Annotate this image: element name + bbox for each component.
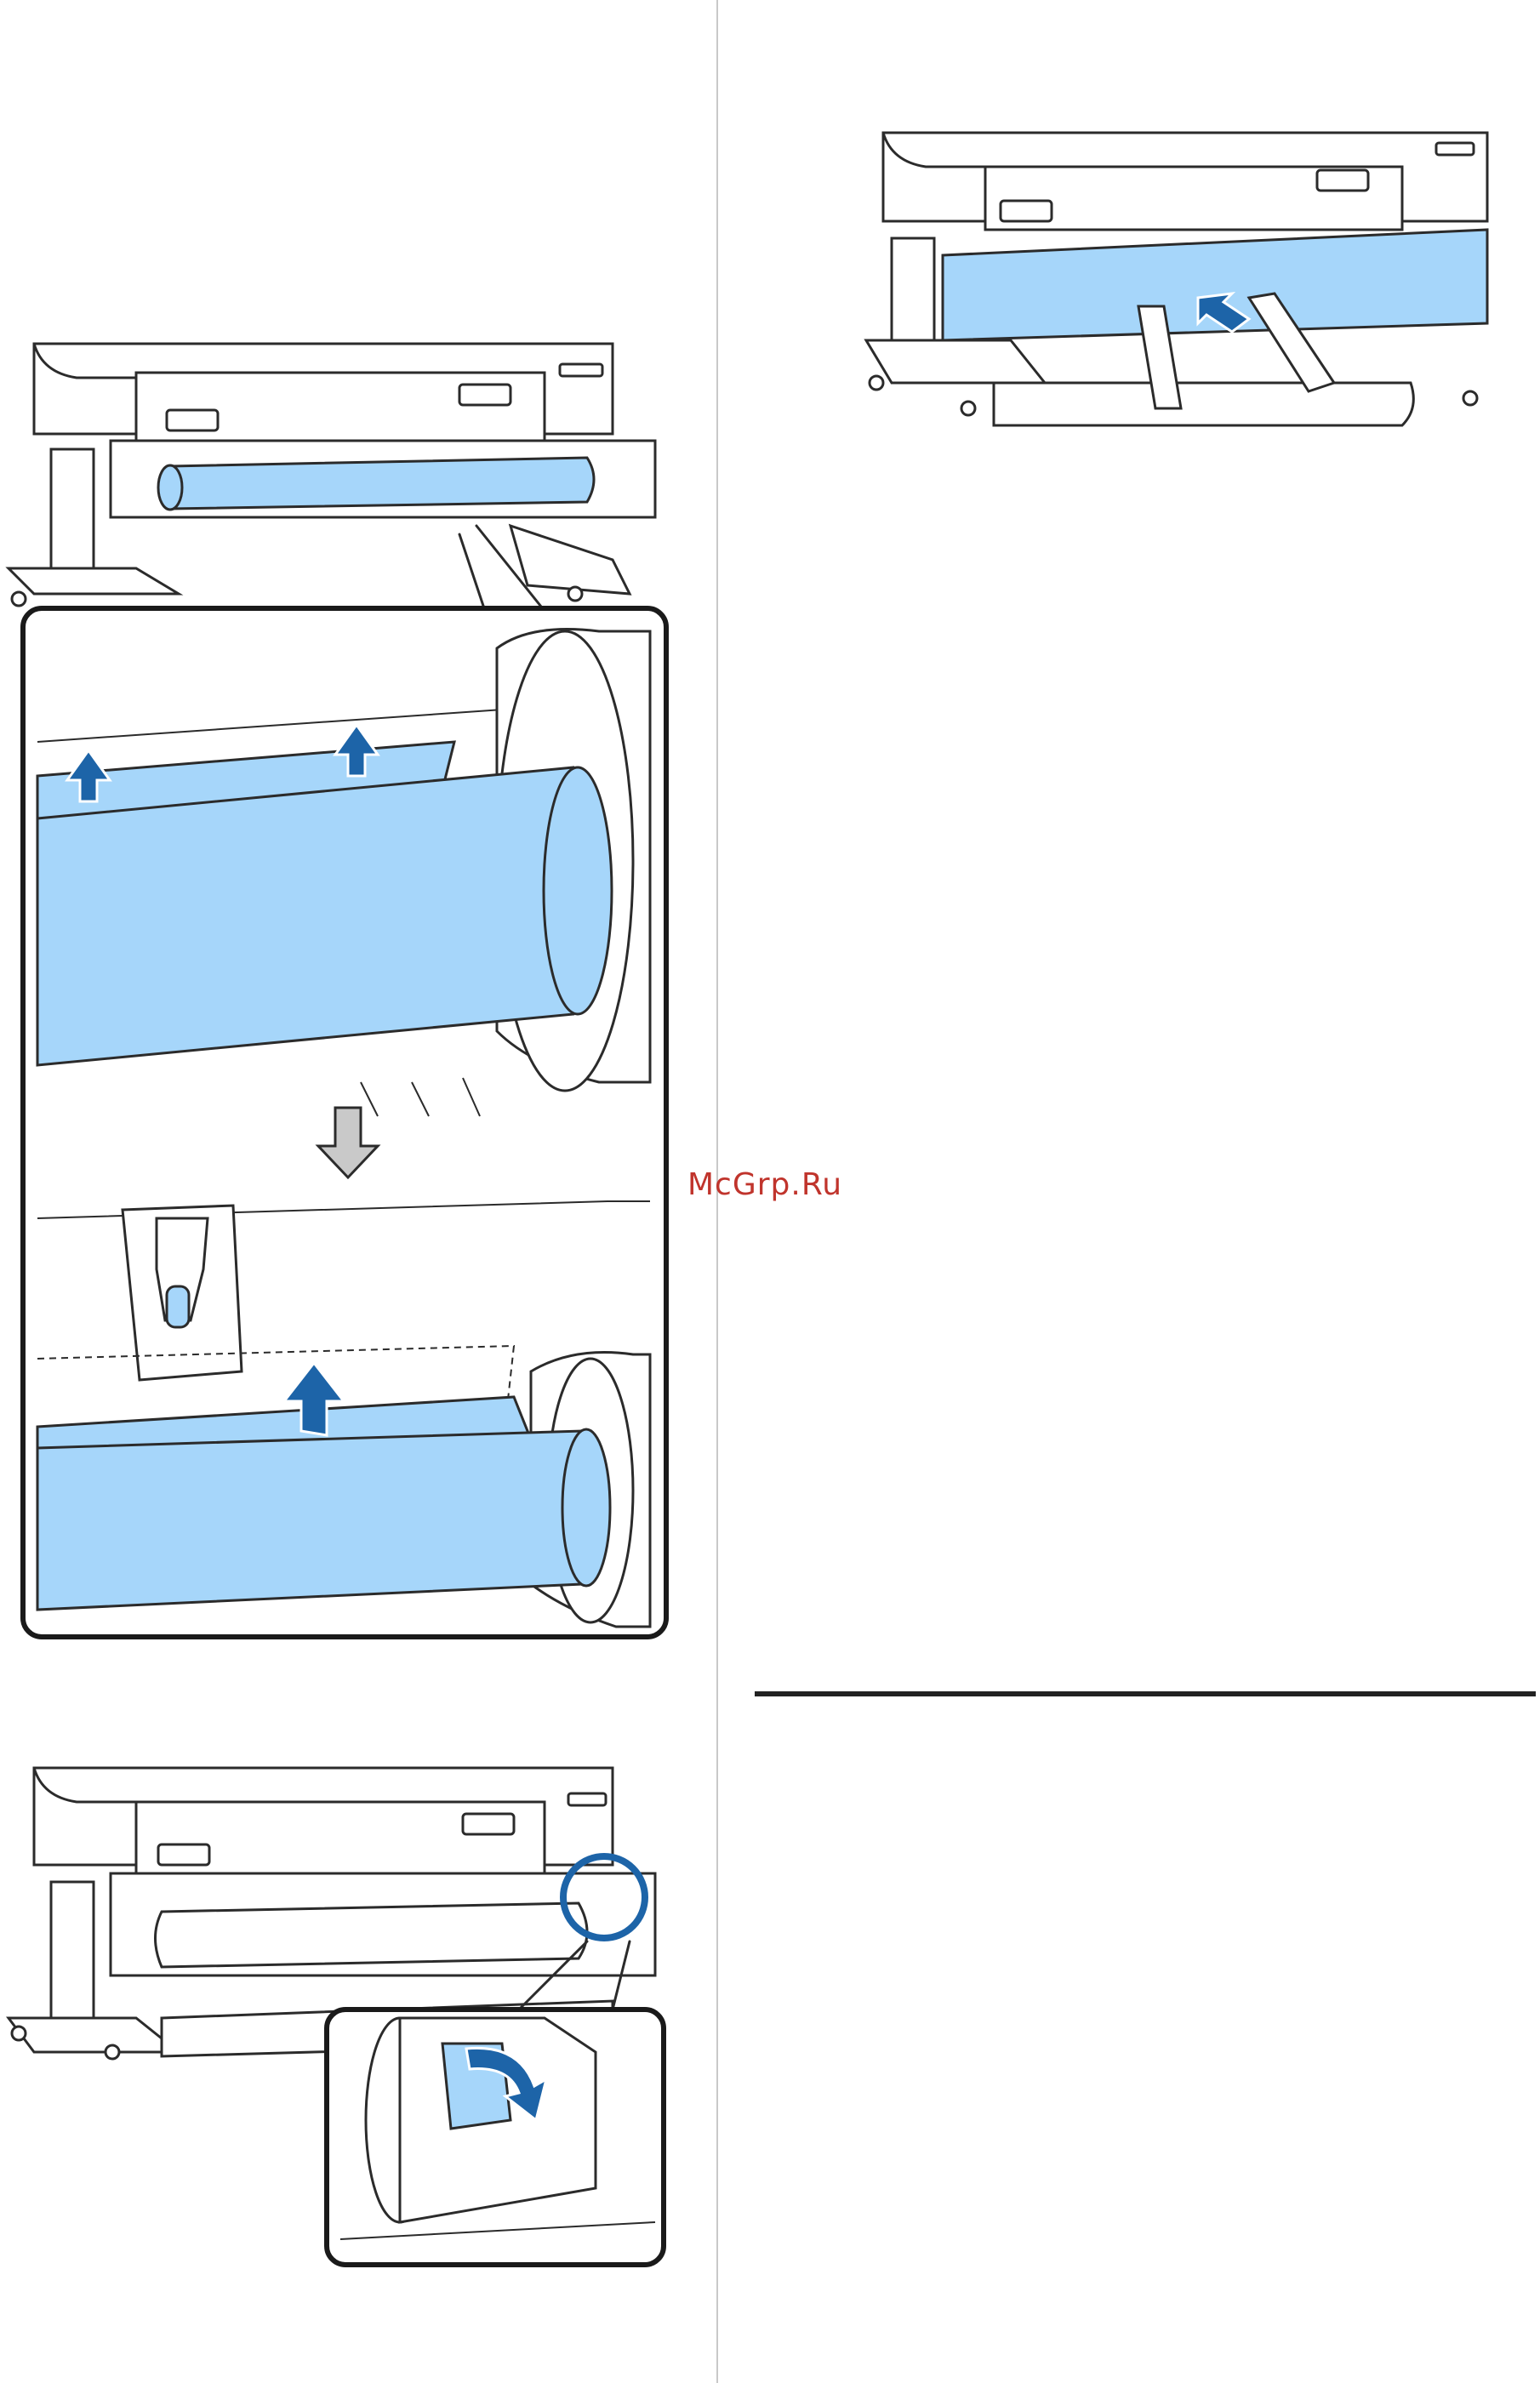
watermark-text: McGrp.Ru	[687, 1167, 842, 1202]
printer-front-figure	[0, 339, 672, 611]
section-rule	[755, 1691, 1536, 1696]
paper-align-inset	[20, 606, 669, 1639]
printer-rear-figure	[858, 128, 1513, 459]
printer-lock-figure	[0, 1763, 672, 2273]
lock-lever-inset	[327, 2010, 664, 2265]
paper-roll	[158, 458, 594, 510]
